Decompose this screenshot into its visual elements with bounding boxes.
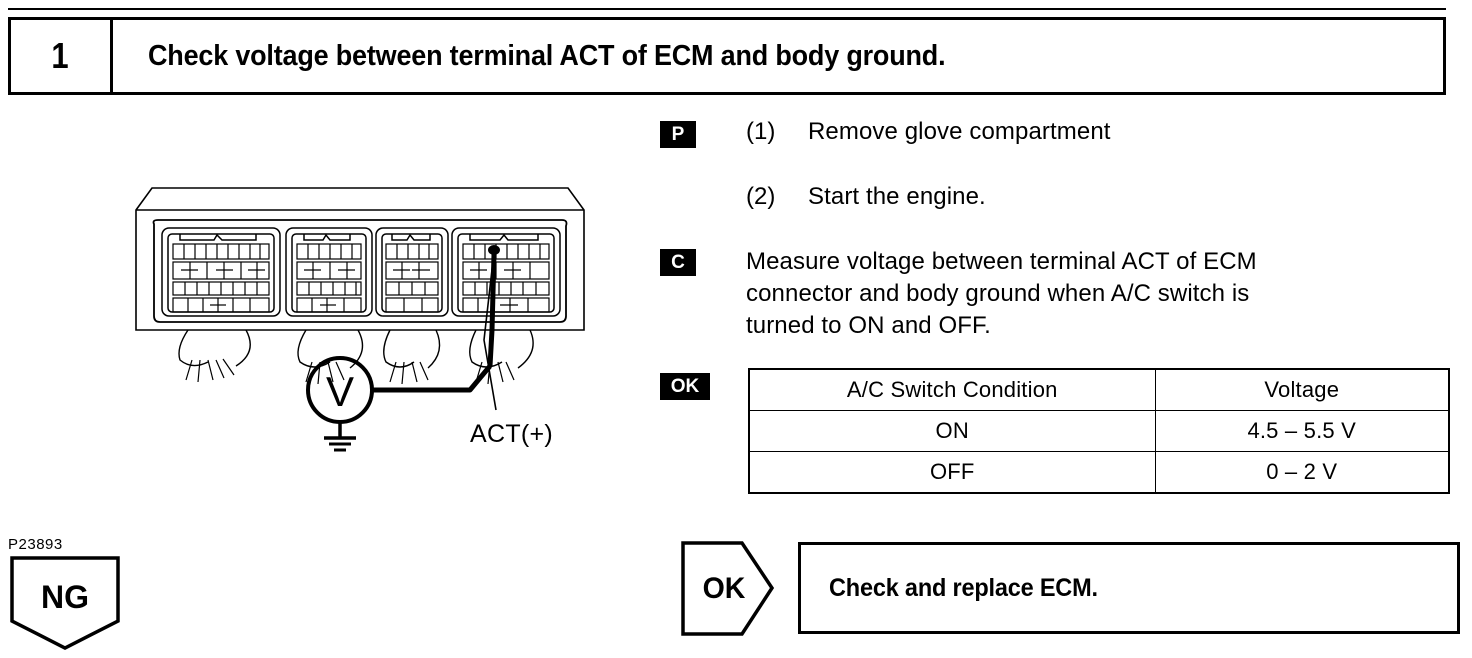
row-off-voltage: 0 – 2 V: [1154, 451, 1450, 494]
page-title: Check voltage between terminal ACT of EC…: [148, 39, 946, 72]
table-row: ON 4.5 – 5.5 V: [748, 410, 1450, 452]
row-off-condition: OFF: [748, 451, 1156, 494]
prepare-step-body: (1) Remove glove compartment: [746, 118, 1460, 146]
ng-arrow-shape: NG: [8, 555, 122, 651]
check-instruction-text: Measure voltage between terminal ACT of …: [746, 246, 1458, 342]
list-item: (2) Start the engine.: [746, 183, 1460, 211]
result-action-box: Check and replace ECM.: [798, 542, 1460, 634]
table-header-condition: A/C Switch Condition: [748, 368, 1156, 411]
prepare-step-row: P (1) Remove glove compartment: [660, 118, 1460, 148]
table-header-row: A/C Switch Condition Voltage: [748, 368, 1450, 411]
ok-badge: OK: [660, 373, 710, 400]
ok-result-branch: OK Check and replace ECM.: [680, 540, 1460, 640]
step-1-number: (1): [746, 118, 776, 145]
svg-text:V: V: [326, 368, 354, 415]
check-badge: C: [660, 249, 696, 276]
row-on-voltage: 4.5 – 5.5 V: [1154, 410, 1450, 452]
step-2-text: Start the engine.: [808, 183, 986, 210]
prepare-step-2-row: (2) Start the engine.: [746, 183, 1460, 211]
step-2-number: (2): [746, 183, 776, 210]
check-step-row: C Measure voltage between terminal ACT o…: [660, 246, 1460, 342]
prepare-badge: P: [660, 121, 696, 148]
ng-branch: P23893 NG: [8, 536, 138, 651]
ecm-connector-diagram: V ACT(+): [118, 180, 618, 470]
result-action-text: Check and replace ECM.: [829, 573, 1098, 602]
step-number: 1: [51, 35, 70, 76]
check-step-body: Measure voltage between terminal ACT of …: [746, 246, 1460, 342]
row-on-condition: ON: [748, 410, 1156, 452]
ok-arrow-label: OK: [702, 572, 746, 605]
table-header-voltage: Voltage: [1154, 368, 1450, 411]
check-line-1: Measure voltage between terminal ACT of …: [746, 248, 1257, 275]
ng-label: NG: [41, 579, 89, 615]
ok-arrow-shape: OK: [680, 540, 776, 637]
list-item: (1) Remove glove compartment: [746, 118, 1460, 146]
table-row: OFF 0 – 2 V: [748, 451, 1450, 494]
act-terminal-label: ACT(+): [470, 420, 554, 448]
check-line-2: connector and body ground when A/C switc…: [746, 279, 1250, 307]
step-number-cell: 1: [11, 20, 113, 92]
figure-id: P23893: [8, 536, 63, 553]
page-top-rule: [8, 8, 1446, 10]
step-header-bar: 1 Check voltage between terminal ACT of …: [8, 17, 1446, 95]
voltage-spec-table: A/C Switch Condition Voltage ON 4.5 – 5.…: [748, 368, 1450, 494]
step-title-cell: Check voltage between terminal ACT of EC…: [113, 20, 1443, 92]
prepare-badge-col: P: [660, 118, 746, 148]
check-badge-col: C: [660, 246, 746, 276]
step-1-text: Remove glove compartment: [808, 118, 1111, 145]
check-line-3: turned to ON and OFF.: [746, 311, 991, 339]
